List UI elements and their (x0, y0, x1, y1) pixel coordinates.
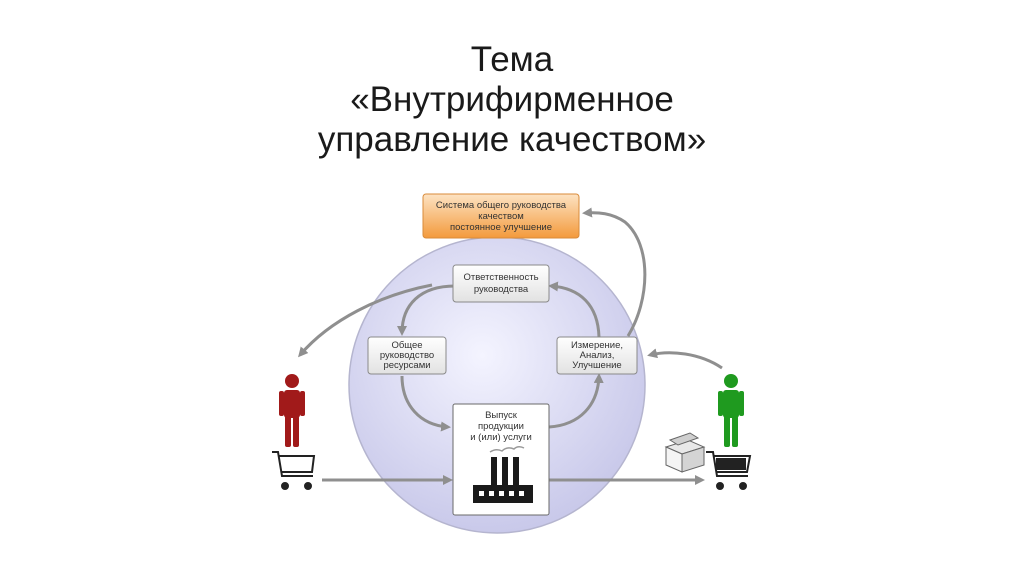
measurement-line-1: Измерение, (571, 340, 623, 351)
arrow-to-left-customer (298, 283, 433, 358)
arrow-measurement-to-responsibility (548, 281, 601, 338)
top-system-line-2: качеством (478, 211, 524, 222)
responsibility-line-1: Ответственность (463, 272, 538, 283)
title-line-1: Тема (470, 40, 554, 79)
title-line-2: «Внутрифирменное (350, 80, 674, 119)
resources-line-3: ресурсами (383, 360, 430, 371)
resources-box: Общее руководство ресурсами (367, 336, 447, 375)
product-box-icon (664, 432, 706, 473)
left-cart-icon (272, 451, 316, 490)
right-cart-icon (706, 451, 752, 490)
measurement-box: Измерение, Анализ, Улучшение (556, 336, 638, 375)
resources-line-2: руководство (380, 350, 434, 361)
measurement-line-2: Анализ, (580, 350, 615, 361)
arrow-from-right-customer (647, 348, 723, 370)
resources-line-1: Общее (391, 340, 422, 351)
arrow-output-to-measurement (548, 373, 604, 429)
slide-title: Тема «Внутрифирменное управление качеств… (0, 40, 1024, 160)
left-customer-person-icon (279, 374, 305, 447)
right-customer-person-icon (718, 374, 744, 447)
flow-arrows (298, 207, 723, 485)
factory-icon (473, 445, 533, 503)
arrow-responsibility-to-resources (397, 284, 456, 336)
top-system-box: Система общего руководства качеством пос… (422, 193, 580, 239)
responsibility-box: Ответственность руководства (452, 264, 550, 303)
output-box: Выпуск продукции и (или) услуги (452, 403, 550, 516)
output-line-3: и (или) услуги (470, 432, 532, 443)
measurement-line-3: Улучшение (572, 360, 621, 371)
title-line-3: управление качеством» (317, 120, 707, 159)
responsibility-line-2: руководства (474, 284, 529, 295)
arrow-resources-to-output (400, 375, 451, 432)
output-line-1: Выпуск (485, 410, 518, 421)
top-system-line-3: постоянное улучшение (450, 222, 552, 233)
output-line-2: продукции (478, 421, 524, 432)
arrow-measurement-to-top (582, 207, 647, 337)
top-system-line-1: Система общего руководства (436, 200, 567, 211)
